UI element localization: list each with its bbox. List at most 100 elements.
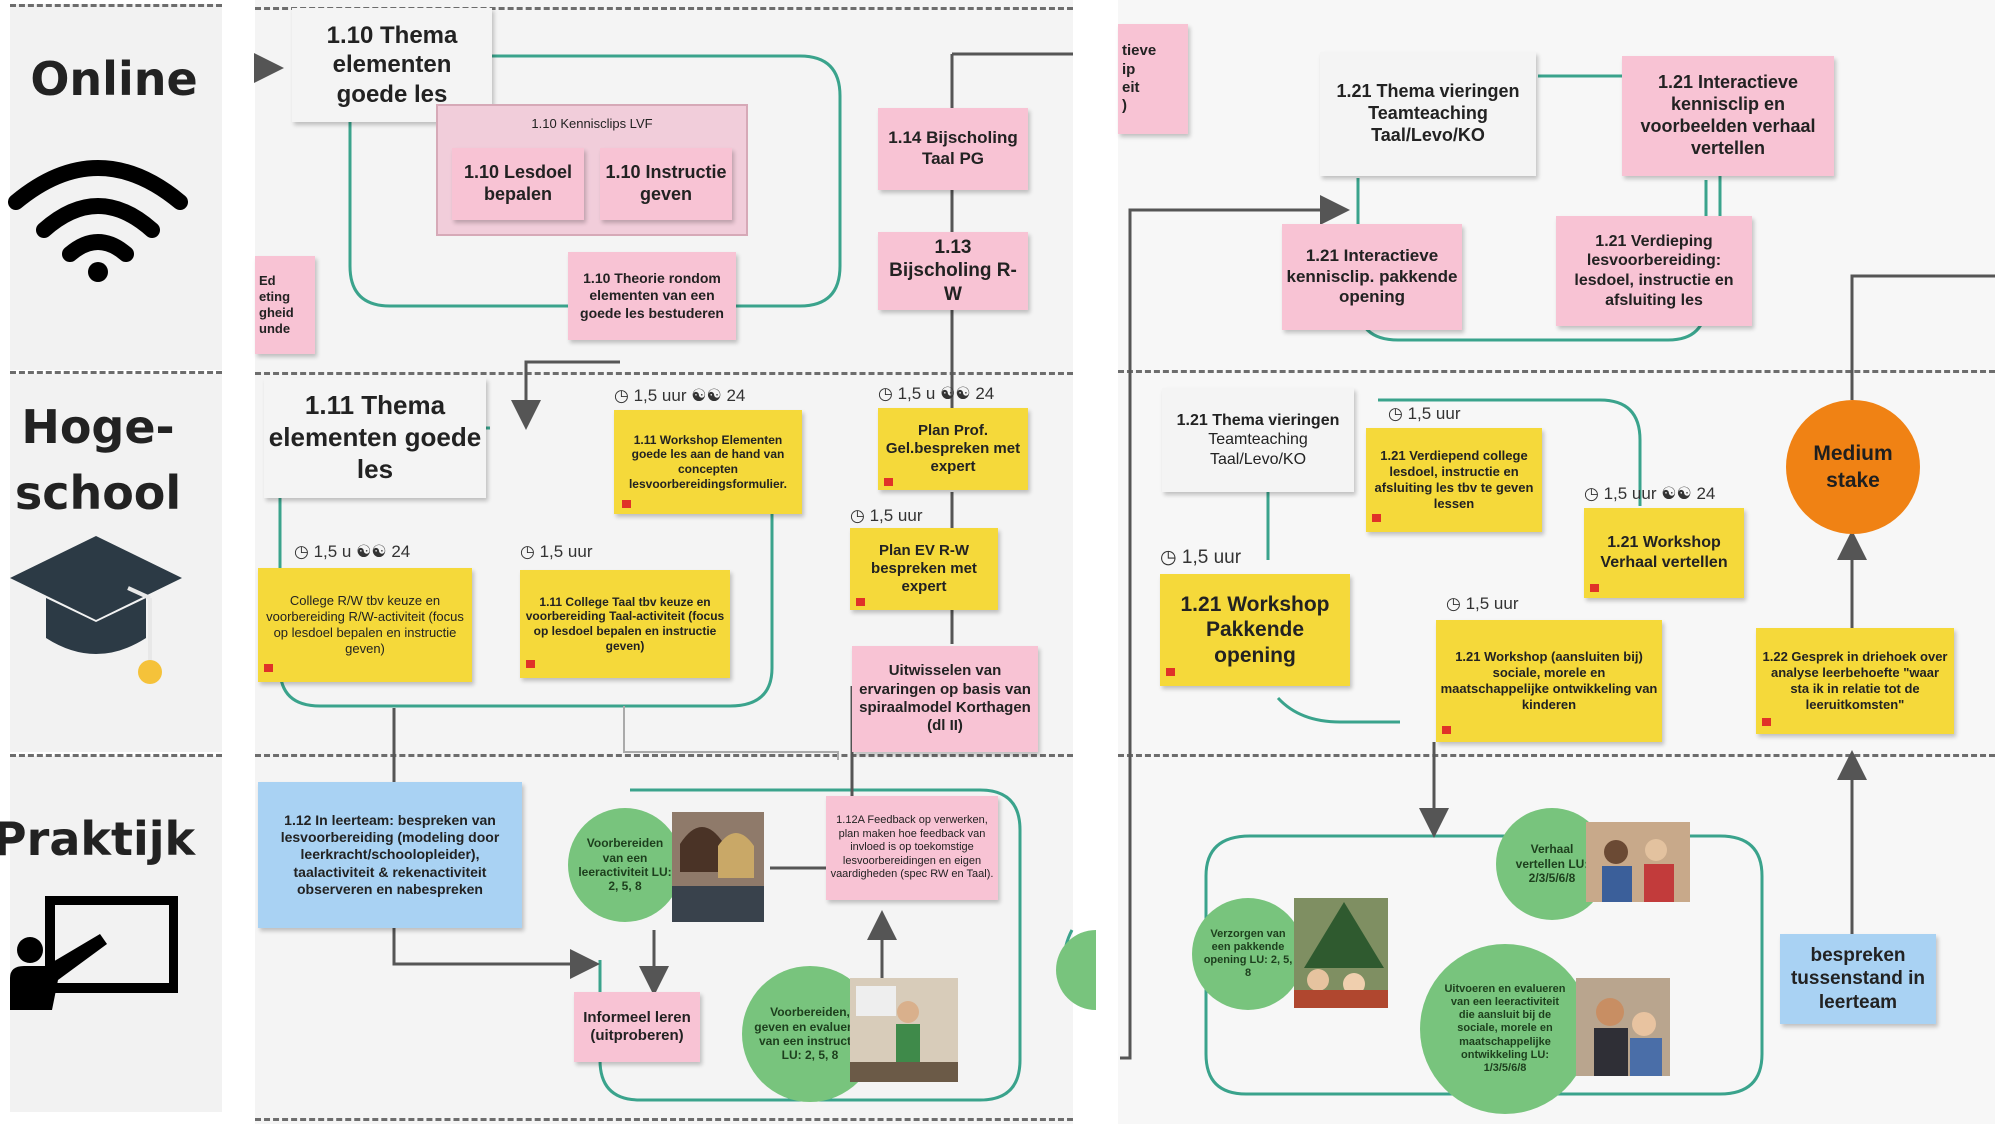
thema-111-note: 1.11 Thema elementen goede les bbox=[264, 378, 486, 498]
partial-top-note: tieve ip eit ) bbox=[1118, 24, 1188, 134]
plan-prof-note: Plan Prof. Gel.bespreken met expert bbox=[878, 408, 1028, 490]
wifi-icon bbox=[8, 160, 188, 282]
teacher-board-icon bbox=[10, 896, 178, 1010]
lane-label-hogeschool-line1: Hoge- bbox=[21, 400, 175, 454]
note-tag bbox=[1762, 718, 1771, 726]
partial-left-note: Ed eting gheid unde bbox=[255, 256, 315, 354]
interactieve-opening-note: 1.21 Interactieve kennisclip. pakkende o… bbox=[1282, 224, 1462, 330]
plan-ev-note: Plan EV R-W bespreken met expert bbox=[850, 528, 998, 610]
interactieve-verhaal-note: 1.21 Interactieve kennisclip en voorbeel… bbox=[1622, 56, 1834, 176]
divider bbox=[10, 4, 222, 7]
participants-count: 24 bbox=[391, 542, 411, 561]
clock-icon: ◷ bbox=[1584, 484, 1599, 503]
group-icon: ☯☯ bbox=[356, 542, 387, 561]
thema-110-note: 1.10 Thema elementen goede les bbox=[292, 8, 492, 122]
gesprek-122-note: 1.22 Gesprek in driehoek over analyse le… bbox=[1756, 628, 1954, 734]
divider bbox=[1118, 754, 1995, 757]
note-tag bbox=[856, 598, 865, 606]
note-tag bbox=[1372, 514, 1381, 522]
college-taal-time: ◷ 1,5 uur bbox=[520, 542, 593, 562]
workshop-pakkende-time: ◷ 1,5 uur bbox=[1160, 546, 1241, 569]
workshop-111-time: ◷ 1,5 uur ☯☯ 24 bbox=[614, 386, 745, 406]
clock-icon: ◷ bbox=[520, 542, 535, 561]
thema-vieringen-hs-title: 1.21 Thema vieringen bbox=[1176, 411, 1340, 429]
college-rw-time: ◷ 1,5 u ☯☯ 24 bbox=[294, 542, 410, 562]
divider bbox=[1118, 370, 1995, 373]
graduation-cap-icon bbox=[10, 536, 182, 684]
note-tag bbox=[884, 478, 893, 486]
time-label: 1,5 u bbox=[897, 384, 936, 403]
group-icon: ☯☯ bbox=[940, 384, 971, 403]
time-label: 1,5 uur bbox=[869, 506, 923, 525]
medium-stake-circle: Medium stake bbox=[1786, 400, 1920, 534]
clock-icon: ◷ bbox=[1388, 404, 1403, 423]
theorie-note: 1.10 Theorie rondom elementen van een go… bbox=[568, 252, 736, 340]
students-photo bbox=[672, 812, 764, 922]
workshop-sociale-note: 1.21 Workshop (aansluiten bij) sociale, … bbox=[1436, 620, 1662, 742]
note-tag bbox=[1590, 584, 1599, 592]
participants-count: 24 bbox=[975, 384, 995, 403]
classroom-photo bbox=[850, 978, 958, 1082]
note-tag bbox=[1166, 668, 1175, 676]
bijscholing-rw-note: 1.13 Bijscholing R-W bbox=[878, 232, 1028, 310]
workshop-sociale-time: ◷ 1,5 uur bbox=[1446, 594, 1519, 614]
kennisclips-frame-title: 1.10 Kennisclips LVF bbox=[531, 116, 653, 131]
bijscholing-taal-note: 1.14 Bijscholing Taal PG bbox=[878, 108, 1028, 190]
verdiepend-college-time: ◷ 1,5 uur bbox=[1388, 404, 1461, 424]
note-tag bbox=[1442, 726, 1451, 734]
college-rw-note: College R/W tbv keuze en voorbereiding R… bbox=[258, 568, 472, 682]
clock-icon: ◷ bbox=[1446, 594, 1461, 613]
workshop-111-note: 1.11 Workshop Elementen goede les aan de… bbox=[614, 410, 802, 514]
verzorgen-circle: Verzorgen van een pakkende opening LU: 2… bbox=[1192, 898, 1304, 1010]
thema-vieringen-hs-sub1: Teamteaching bbox=[1208, 431, 1308, 449]
divider bbox=[255, 372, 1073, 375]
thema-vieringen-hs-note: 1.21 Thema vieringen Teamteaching Taal/L… bbox=[1162, 388, 1354, 492]
time-label: 1,5 uur bbox=[1181, 547, 1242, 568]
teacher-student-photo bbox=[1576, 978, 1670, 1076]
workshop-verhaal-time: ◷ 1,5 uur ☯☯ 24 bbox=[1584, 484, 1715, 504]
storytelling-photo bbox=[1586, 822, 1690, 902]
plan-ev-time: ◷ 1,5 uur bbox=[850, 506, 923, 526]
time-label: 1,5 uur bbox=[633, 386, 687, 405]
divider bbox=[255, 7, 1073, 10]
participants-count: 24 bbox=[1696, 484, 1716, 503]
feedback-112a-note: 1.12A Feedback op verwerken, plan maken … bbox=[826, 796, 998, 900]
time-label: 1,5 uur bbox=[1407, 404, 1461, 423]
workshop-verhaal-note: 1.21 Workshop Verhaal vertellen bbox=[1584, 508, 1744, 598]
time-label: 1,5 u bbox=[313, 542, 352, 561]
group-icon: ☯☯ bbox=[1661, 484, 1692, 503]
divider bbox=[255, 754, 1073, 757]
note-tag bbox=[264, 664, 273, 672]
informeel-note: Informeel leren (uitproberen) bbox=[574, 992, 700, 1062]
plan-prof-time: ◷ 1,5 u ☯☯ 24 bbox=[878, 384, 994, 404]
time-label: 1,5 uur bbox=[1603, 484, 1657, 503]
time-label: 1,5 uur bbox=[1465, 594, 1519, 613]
verdiepend-college-note: 1.21 Verdiepend college lesdoel, instruc… bbox=[1366, 428, 1542, 532]
leerteam-112-note: 1.12 In leerteam: bespreken van lesvoorb… bbox=[258, 782, 522, 928]
thema-vieringen-online-note: 1.21 Thema vieringen Teamteaching Taal/L… bbox=[1320, 52, 1536, 176]
clock-icon: ◷ bbox=[878, 384, 893, 403]
lane-label-praktijk: Praktijk bbox=[0, 812, 196, 866]
lesdoel-note: 1.10 Lesdoel bepalen bbox=[452, 148, 584, 220]
lane-label-online: Online bbox=[30, 52, 198, 106]
workshop-pakkende-note: 1.21 Workshop Pakkende opening bbox=[1160, 574, 1350, 686]
voorbereiden-circle: Voorbereiden van een leeractiviteit LU: … bbox=[568, 808, 682, 922]
note-tag bbox=[526, 660, 535, 668]
divider bbox=[10, 754, 222, 757]
thema-vieringen-hs-sub2: Taal/Levo/KO bbox=[1209, 450, 1307, 468]
divider bbox=[10, 371, 222, 374]
note-tag bbox=[622, 500, 631, 508]
group-icon: ☯☯ bbox=[691, 386, 722, 405]
uitvoeren-circle: Uitvoeren en evalueren van een leeractiv… bbox=[1420, 944, 1590, 1114]
time-label: 1,5 uur bbox=[539, 542, 593, 561]
clock-icon: ◷ bbox=[1160, 547, 1177, 568]
kids-photo bbox=[1294, 898, 1388, 1008]
lane-label-hogeschool-line2: school bbox=[14, 466, 182, 520]
college-taal-note: 1.11 College Taal tbv keuze en voorberei… bbox=[520, 570, 730, 678]
clock-icon: ◷ bbox=[294, 542, 309, 561]
participants-count: 24 bbox=[726, 386, 746, 405]
uitwisselen-note: Uitwisselen van ervaringen op basis van … bbox=[852, 646, 1038, 752]
bespreken-note: bespreken tussenstand in leerteam bbox=[1780, 934, 1936, 1024]
clock-icon: ◷ bbox=[614, 386, 629, 405]
